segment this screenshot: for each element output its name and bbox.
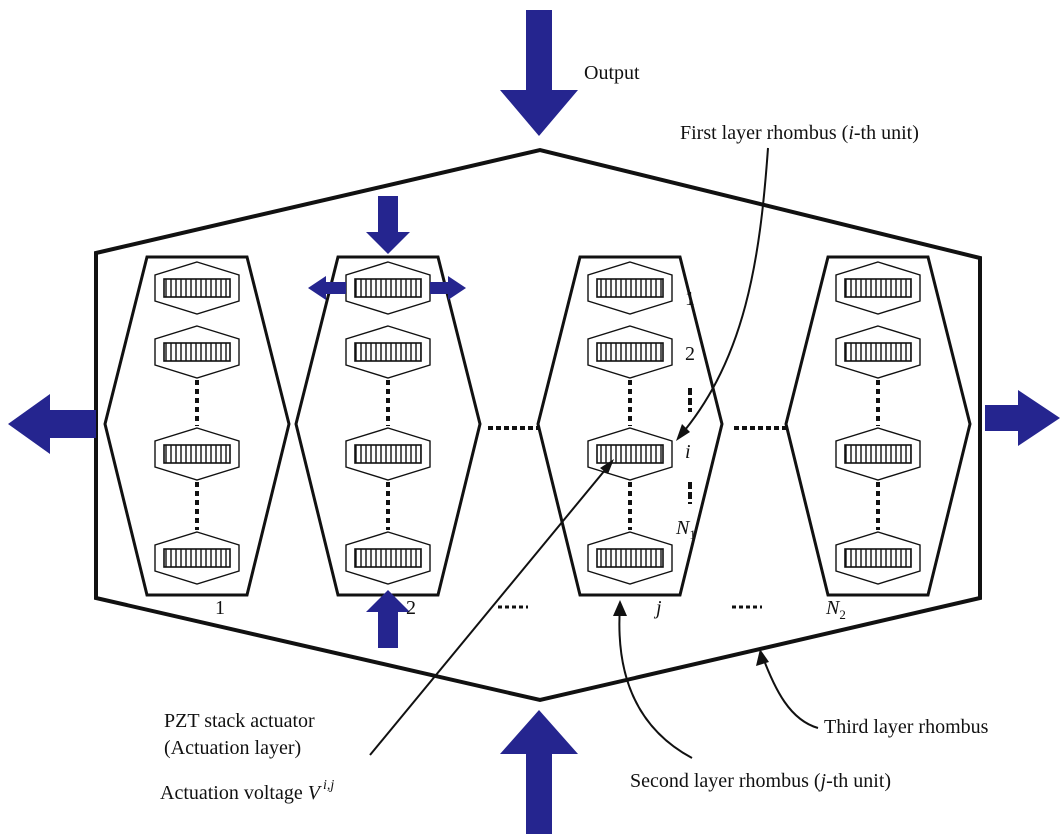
pzt-stack — [354, 342, 422, 362]
pzt-stack — [844, 278, 912, 298]
actuator-cell — [154, 325, 240, 379]
pzt-stack — [163, 278, 231, 298]
input-arrow-bottom — [500, 710, 578, 834]
pzt-stack — [844, 444, 912, 464]
pzt-stack — [163, 548, 231, 568]
first-layer-leader — [679, 147, 769, 437]
column-label-n2: N2 — [825, 597, 846, 622]
actuator-cell — [587, 325, 673, 379]
first-layer-label: First layer rhombus (i-th unit) — [680, 122, 919, 144]
second-layer-rhombus-1 — [103, 255, 291, 597]
pzt-label-line2: (Actuation layer) — [164, 737, 301, 759]
first-layer-leader-head — [676, 424, 690, 441]
column-label-1: 1 — [215, 597, 225, 619]
dotted-connectors — [195, 380, 880, 530]
pzt-stack — [163, 444, 231, 464]
actuator-cells — [154, 261, 921, 585]
pzt-stack — [596, 548, 664, 568]
pzt-stack — [354, 444, 422, 464]
actuator-cell — [835, 261, 921, 315]
actuator-cell — [154, 261, 240, 315]
actuator-cell — [835, 427, 921, 481]
second-layer-rhombi — [103, 255, 972, 597]
left-output-arrow — [8, 394, 96, 454]
third-layer-label: Third layer rhombus — [824, 716, 989, 738]
second-layer-rhombus-j — [536, 255, 724, 597]
actuator-cell — [154, 427, 240, 481]
right-output-arrow — [985, 390, 1060, 446]
row-label-n1: N1 — [675, 517, 696, 542]
actuator-cell — [345, 427, 431, 481]
column-label-j: j — [653, 597, 662, 619]
unit-input-arrow-bottom — [366, 590, 410, 648]
second-layer-leader — [618, 605, 693, 759]
actuator-cell — [587, 427, 673, 481]
actuator-cell — [345, 325, 431, 379]
row-label-1: 1 — [685, 288, 695, 310]
third-layer-rhombus — [94, 147, 982, 703]
output-label: Output — [584, 62, 640, 84]
output-arrow — [500, 10, 578, 136]
actuator-cell — [345, 261, 431, 315]
pzt-stack — [163, 342, 231, 362]
column-label-2: 2 — [406, 597, 416, 619]
second-layer-rhombus-2 — [294, 255, 482, 597]
pzt-stack — [844, 548, 912, 568]
third-layer-leader-head — [756, 649, 769, 666]
actuator-cell — [345, 531, 431, 585]
pzt-label-line1: PZT stack actuator — [164, 710, 315, 732]
pzt-stack — [844, 342, 912, 362]
actuator-cell — [587, 531, 673, 585]
pzt-leader-head — [600, 459, 614, 474]
second-layer-label: Second layer rhombus (j-th unit) — [630, 770, 891, 792]
row-label-2: 2 — [685, 343, 695, 365]
unit-output-arrow-left — [308, 276, 346, 300]
second-layer-leader-head — [613, 600, 627, 616]
actuator-cell — [587, 261, 673, 315]
actuator-cell — [835, 531, 921, 585]
unit-input-arrow-top — [366, 196, 410, 254]
unit-output-arrow-right — [430, 276, 466, 300]
second-layer-rhombus-n2 — [784, 255, 972, 597]
pzt-stack — [596, 342, 664, 362]
third-layer-leader — [761, 654, 819, 729]
actuator-cell — [154, 531, 240, 585]
row-label-i: i — [685, 441, 691, 463]
pzt-stack — [596, 444, 664, 464]
pzt-stack — [354, 278, 422, 298]
pzt-stack — [354, 548, 422, 568]
pzt-stack — [596, 278, 664, 298]
pzt-leader — [369, 463, 611, 756]
actuator-cell — [835, 325, 921, 379]
